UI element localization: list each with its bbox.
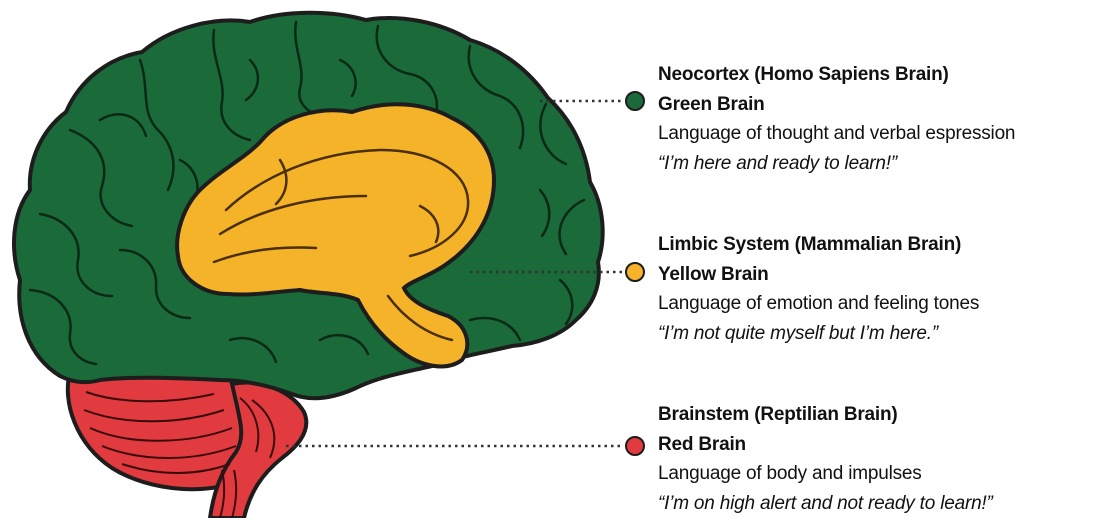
neocortex-name: Green Brain <box>658 90 1098 120</box>
neocortex-quote: “I’m here and ready to learn!” <box>658 149 1098 179</box>
limbic-dot <box>626 263 644 281</box>
limbic-name: Yellow Brain <box>658 260 1098 290</box>
brainstem-dot <box>626 437 644 455</box>
neocortex-title: Neocortex (Homo Sapiens Brain) <box>658 60 1098 90</box>
brainstem-description: Language of body and impulses <box>658 459 1098 489</box>
limbic-title: Limbic System (Mammalian Brain) <box>658 230 1098 260</box>
neocortex-label: Neocortex (Homo Sapiens Brain) Green Bra… <box>658 60 1098 178</box>
brainstem-name: Red Brain <box>658 430 1098 460</box>
limbic-quote: “I’m not quite myself but I’m here.” <box>658 319 1098 349</box>
brainstem-quote: “I’m on high alert and not ready to lear… <box>658 489 1098 518</box>
brainstem-label: Brainstem (Reptilian Brain) Red Brain La… <box>658 400 1098 518</box>
brainstem-title: Brainstem (Reptilian Brain) <box>658 400 1098 430</box>
limbic-label: Limbic System (Mammalian Brain) Yellow B… <box>658 230 1098 348</box>
neocortex-description: Language of thought and verbal espressio… <box>658 119 1098 149</box>
neocortex-dot <box>626 92 644 110</box>
limbic-description: Language of emotion and feeling tones <box>658 289 1098 319</box>
